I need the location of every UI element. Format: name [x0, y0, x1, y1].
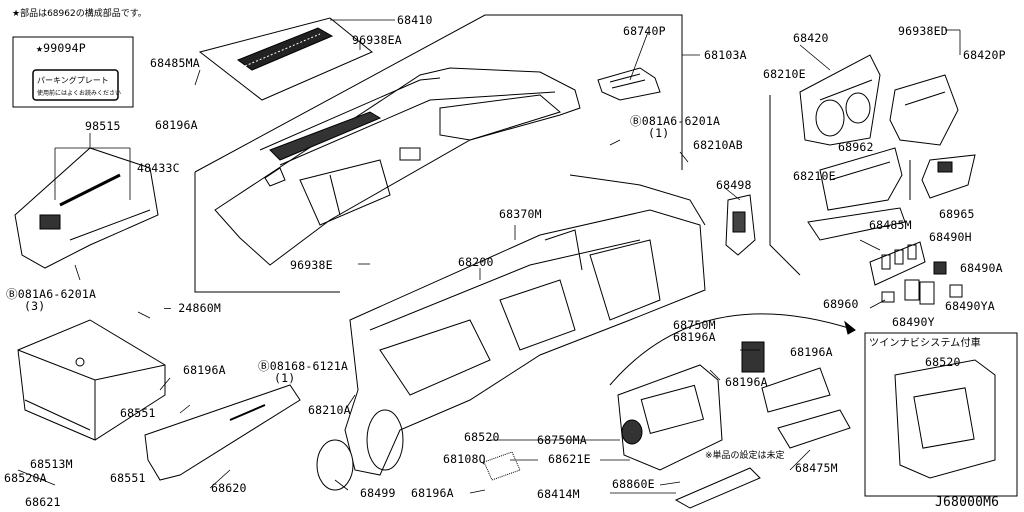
part-label-68740P[interactable]: 68740P — [623, 24, 666, 38]
navi-arrow — [609, 313, 856, 386]
part-label-68520-box[interactable]: 68520 — [925, 355, 961, 369]
plate-line1: パーキングプレート — [37, 76, 109, 85]
part-label-68210A[interactable]: 68210A — [308, 403, 351, 417]
part-label-68420[interactable]: 68420 — [793, 31, 829, 45]
meter-frame — [769, 95, 911, 276]
navi-box — [864, 332, 1018, 497]
part-label-68196A-6[interactable]: 68196A — [411, 486, 454, 500]
part-label-68551-a[interactable]: 68551 — [120, 406, 156, 420]
part-label-68196A-3[interactable]: 68196A — [790, 345, 833, 359]
plate-line2: 使用前にはよくお読みください — [37, 90, 122, 97]
meter-hood — [799, 54, 881, 146]
part-label-08168[interactable]: Ⓑ08168-6121A — [258, 359, 349, 373]
part-label-68200[interactable]: 68200 — [458, 255, 494, 269]
part-label-68490Y[interactable]: 68490Y — [892, 315, 935, 329]
part-label-081A6-top-qty: (1) — [648, 126, 670, 140]
part-label-68485M[interactable]: 68485M — [869, 218, 912, 232]
part-label-68103A[interactable]: 68103A — [704, 48, 747, 62]
part-label-68551-b[interactable]: 68551 — [110, 471, 146, 485]
audio-unit-68520 — [617, 364, 723, 471]
part-label-96938E[interactable]: 96938E — [290, 258, 333, 272]
stock-note: ※単品の設定は未定 — [705, 451, 785, 461]
part-68965 — [921, 154, 976, 199]
part-label-68750MA[interactable]: 68750MA — [537, 433, 587, 447]
part-68485M — [807, 207, 906, 241]
part-68420P — [889, 74, 959, 146]
top-cover-68410 — [198, 17, 373, 101]
part-label-68513M[interactable]: 68513M — [30, 457, 73, 471]
part-label-98515[interactable]: 98515 — [85, 119, 121, 133]
plate-box — [12, 36, 134, 108]
part-68499 — [316, 439, 354, 491]
header-note: ★部品は68962の構成部品です。 — [12, 9, 147, 19]
part-label-68498[interactable]: 68498 — [716, 178, 752, 192]
part-label-68420P[interactable]: 68420P — [963, 48, 1006, 62]
leader-lines — [17, 19, 961, 494]
navi-arrowhead — [844, 320, 856, 335]
part-label-68490YA[interactable]: 68490YA — [945, 299, 995, 313]
part-label-68499[interactable]: 68499 — [360, 486, 396, 500]
part-label-081A6-left[interactable]: Ⓑ081A6-6201A — [6, 287, 97, 301]
tray-68962 — [819, 147, 903, 211]
part-label-68210E-b[interactable]: 68210E — [793, 169, 836, 183]
part-label-68520[interactable]: 68520 — [464, 430, 500, 444]
instrument-panel-main-68200 — [325, 174, 706, 488]
part-label-081A6-left-qty: (3) — [24, 299, 46, 313]
part-label-48433C[interactable]: 48433C — [137, 161, 180, 175]
part-label-68960[interactable]: 68960 — [823, 297, 859, 311]
part-label-081A6-top[interactable]: Ⓑ081A6-6201A — [630, 114, 721, 128]
part-label-68485MA[interactable]: 68485MA — [150, 56, 200, 70]
part-label-68965[interactable]: 68965 — [939, 207, 975, 221]
part-label-68210AB[interactable]: 68210AB — [693, 138, 743, 152]
part-68740P — [597, 67, 661, 101]
part-label-68860E[interactable]: 68860E — [612, 477, 655, 491]
part-label-68196A-4[interactable]: 68196A — [725, 375, 768, 389]
part-label-68962[interactable]: 68962 — [838, 140, 874, 154]
part-label-68490A[interactable]: 68490A — [960, 261, 1003, 275]
part-label-68108Q[interactable]: 68108Q — [443, 452, 486, 466]
part-label-68621E[interactable]: 68621E — [548, 452, 591, 466]
switches-68490 — [869, 241, 963, 305]
part-label-68196A-2[interactable]: 68196A — [673, 330, 716, 344]
navi-box-title: ツインナビシステム付車 — [869, 338, 981, 349]
lid-68620 — [144, 384, 301, 481]
part-label-68196A-5[interactable]: 68196A — [183, 363, 226, 377]
part-label-68490H[interactable]: 68490H — [929, 230, 972, 244]
part-label-24860M[interactable]: — 24860M — [164, 301, 221, 315]
dash-frame — [194, 14, 683, 293]
part-label-68414M[interactable]: 68414M — [537, 487, 580, 501]
part-label-68620[interactable]: 68620 — [211, 481, 247, 495]
star-part-label: ★99094P — [36, 41, 86, 55]
part-label-68750M[interactable]: 68750M — [673, 318, 716, 332]
part-label-96938ED[interactable]: 96938ED — [898, 24, 948, 38]
part-label-96938EA[interactable]: 96938EA — [352, 33, 402, 47]
glove-box — [17, 319, 166, 441]
lid-98515 — [14, 147, 159, 269]
part-label-68520A[interactable]: 68520A — [4, 471, 47, 485]
part-68475M — [761, 367, 851, 449]
part-label-68475M[interactable]: 68475M — [795, 461, 838, 475]
part-label-68370M[interactable]: 68370M — [499, 207, 542, 221]
part-68414M — [674, 467, 761, 509]
part-68750M — [741, 341, 765, 373]
part-label-68621[interactable]: 68621 — [25, 495, 61, 509]
bracket-68498 — [725, 194, 756, 256]
part-label-68196A-1[interactable]: 68196A — [155, 118, 198, 132]
part-label-68410[interactable]: 68410 — [397, 13, 433, 27]
part-label-08168-qty: (1) — [274, 371, 296, 385]
diagram-code: J68000M6 — [935, 495, 1000, 510]
part-label-68210E-a[interactable]: 68210E — [763, 67, 806, 81]
instrument-panel-upper — [214, 67, 581, 266]
part-68108Q — [483, 451, 521, 481]
